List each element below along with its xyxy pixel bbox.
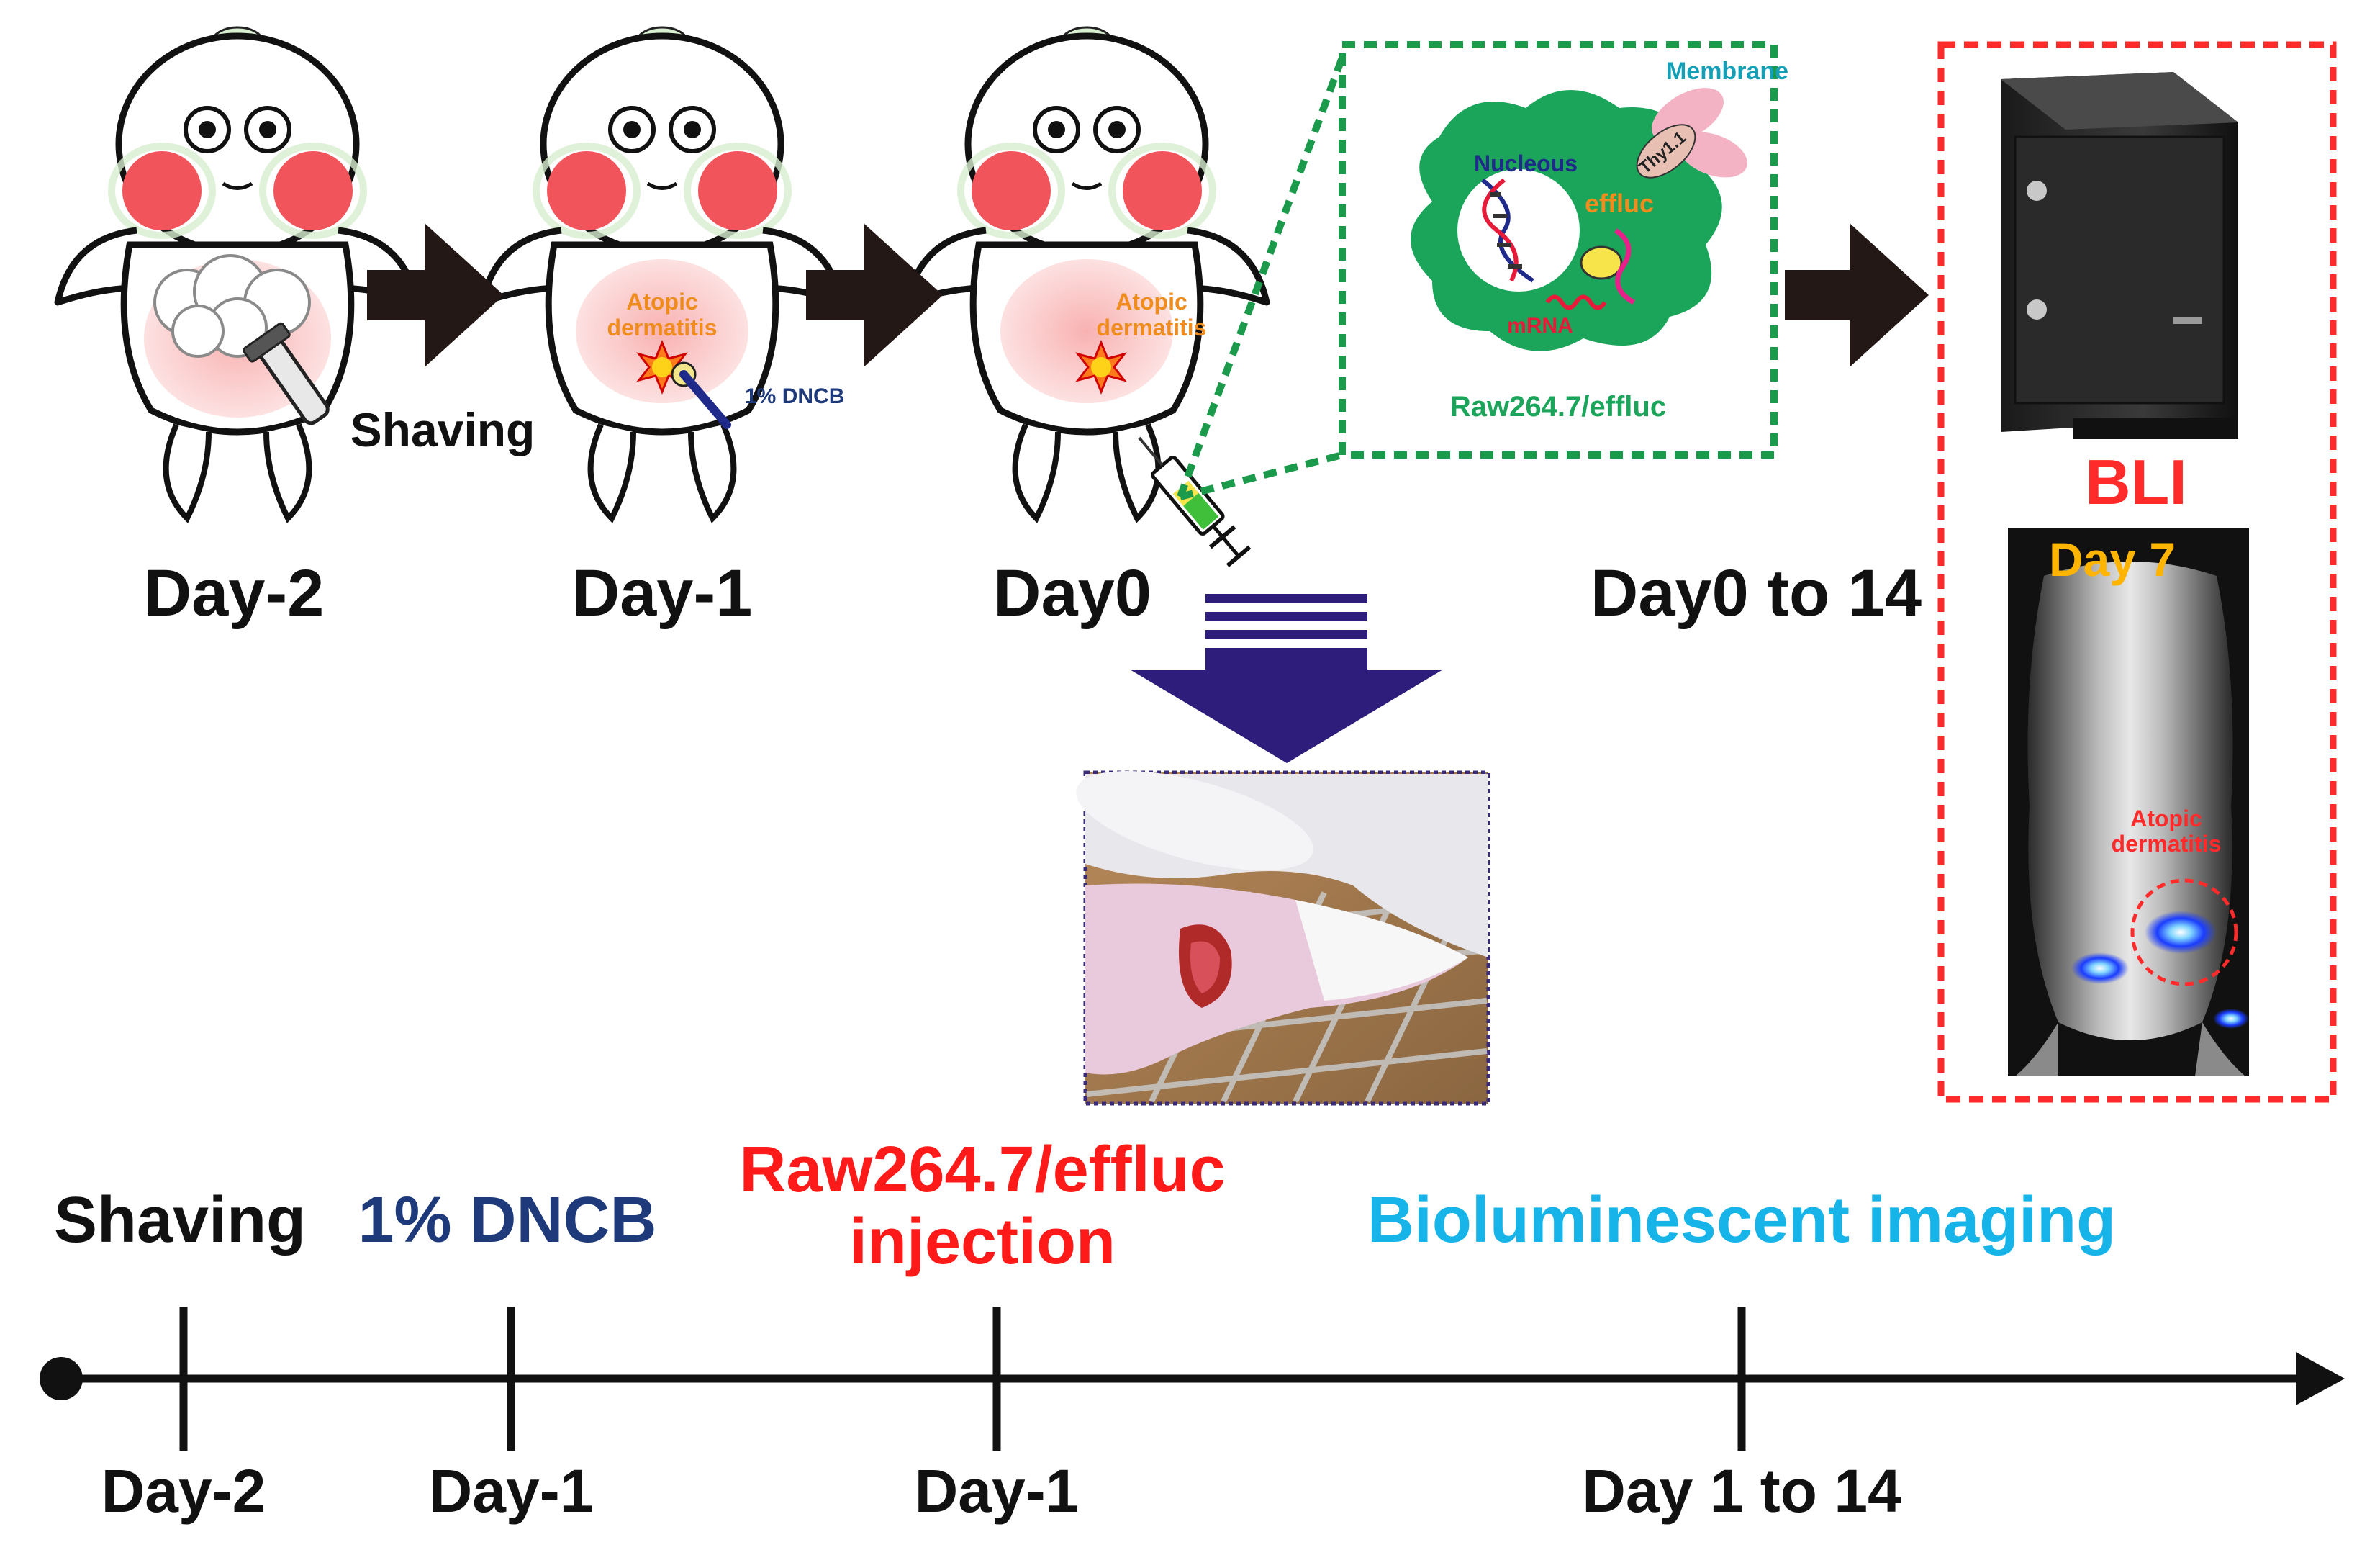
timeline-injection-label-line2: injection <box>849 1206 1116 1278</box>
timeline-tick-label-2: Day-1 <box>429 1457 594 1525</box>
timeline-arrowhead <box>2296 1352 2345 1405</box>
day0-to-14-label: Day0 to 14 <box>1591 556 1922 630</box>
mrna-squiggle-icon <box>1545 294 1607 310</box>
shaving-step-label: Shaving <box>350 403 535 456</box>
lesion-label-mouse2-line2: dermatitis <box>607 315 718 341</box>
lesion-label-mouse3-line2: dermatitis <box>1097 315 1207 341</box>
down-arrow <box>1130 594 1443 763</box>
dncb-label-on-mouse: 1% DNCB <box>745 384 844 408</box>
lesion-label-mouse3-line1: Atopic <box>1116 289 1187 315</box>
cell-line-label: Raw264.7/effluc <box>1450 391 1666 423</box>
mrna-label: mRNA <box>1507 314 1573 338</box>
razor-icon <box>243 322 330 425</box>
bli-lesion-label-line1: Atopic <box>2130 806 2202 831</box>
nucleus-shape <box>1457 169 1580 292</box>
protein-icon <box>1580 228 1635 305</box>
bli-title: BLI <box>2085 446 2187 518</box>
timeline-origin-dot <box>40 1357 83 1400</box>
shaving-foam-icon <box>153 254 311 358</box>
timeline-tick-label-4: Day 1 to 14 <box>1582 1457 1901 1525</box>
day-minus1-label: Day-1 <box>572 556 753 630</box>
day0-label: Day0 <box>993 556 1151 630</box>
timeline-tick-label-1: Day-2 <box>101 1457 266 1525</box>
timeline-shaving-label: Shaving <box>54 1184 306 1256</box>
bli-lesion-label-line2: dermatitis <box>2112 831 2222 857</box>
mouse-day-minus2-illustration <box>58 27 417 518</box>
day-minus2-label: Day-2 <box>144 556 325 630</box>
mouse-day-minus1-illustration <box>482 27 842 518</box>
imaging-system-icon <box>2001 72 2238 439</box>
bli-panel: BLI Day 7 Atopic dermatitis <box>1937 41 2337 1103</box>
lesion-label-mouse2-line1: Atopic <box>626 289 698 315</box>
timeline-injection-label-line1: Raw264.7/effluc <box>739 1134 1225 1206</box>
process-arrow-2 <box>806 223 943 367</box>
timeline-dncb-label: 1% DNCB <box>358 1184 656 1256</box>
process-arrow-1 <box>367 223 504 367</box>
timeline: Shaving 1% DNCB Raw264.7/effluc injectio… <box>40 1134 2345 1525</box>
timeline-bli-label: Bioluminescent imaging <box>1367 1184 2116 1256</box>
bli-mouse-image <box>2008 528 2249 1076</box>
bli-day-label: Day 7 <box>2049 533 2176 586</box>
membrane-label: Membrane <box>1666 58 1788 85</box>
timeline-tick-label-3: Day-1 <box>915 1457 1080 1525</box>
nucleus-label: Nucleous <box>1474 150 1578 176</box>
process-arrow-3 <box>1785 223 1929 367</box>
injection-photo <box>1076 770 1490 1106</box>
cell-inset: Membrane Thy1.1 Nucleous effluc mRNA Raw… <box>1177 41 1788 500</box>
thy-receptor-icon <box>1636 88 1747 179</box>
dna-helix-icon <box>1481 178 1534 283</box>
dropper-icon <box>671 361 731 429</box>
effluc-label: effluc <box>1585 189 1654 218</box>
